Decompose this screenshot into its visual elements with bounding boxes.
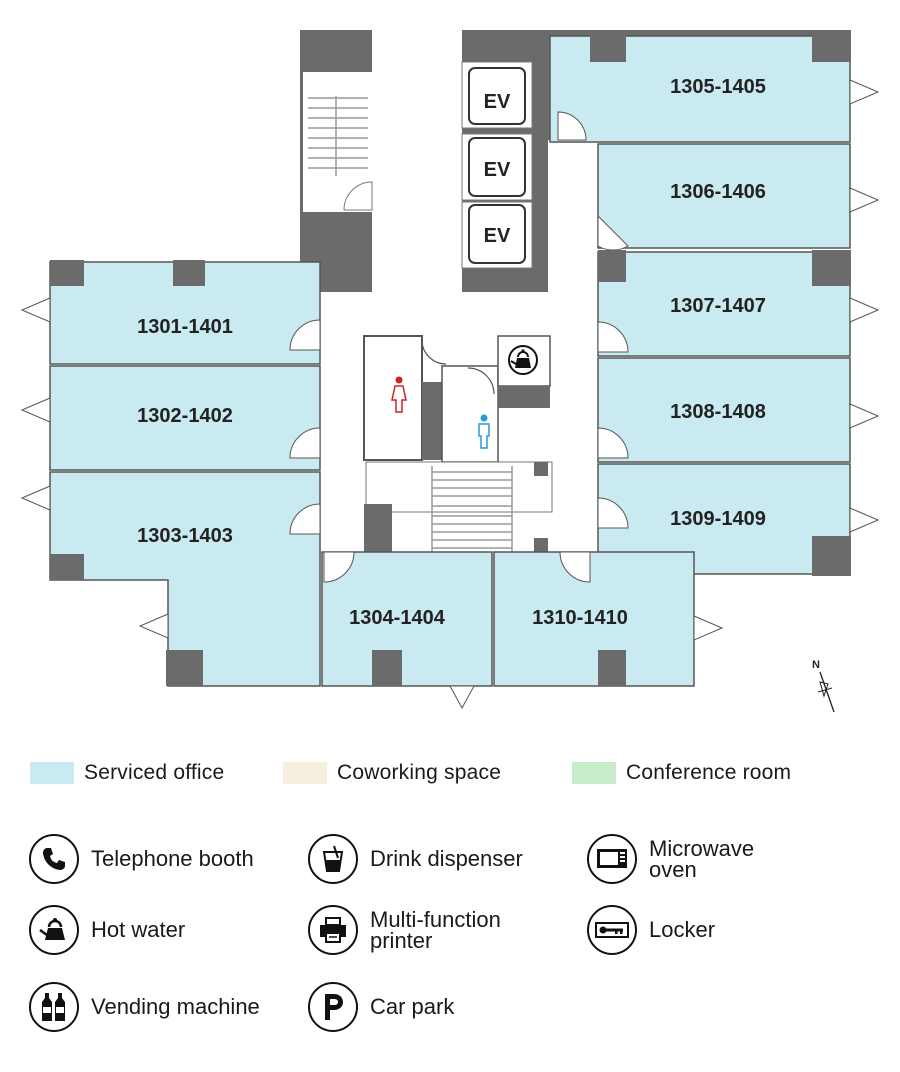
legend-label: Conference room bbox=[626, 761, 792, 784]
bottles-icon bbox=[29, 982, 79, 1032]
room-label: 1304-1404 bbox=[349, 607, 446, 629]
amenity-label: Drink dispenser bbox=[370, 846, 523, 871]
microwave-icon bbox=[587, 834, 637, 884]
room-label: 1310-1410 bbox=[532, 607, 628, 629]
amenity-telephone-booth: Telephone booth bbox=[29, 834, 254, 884]
room-labels: 1305-1405 1306-1406 1307-1407 1308-1408 … bbox=[137, 76, 766, 629]
drink-icon bbox=[308, 834, 358, 884]
amenity-label: Multi-function printer bbox=[370, 907, 501, 953]
legend-label: Coworking space bbox=[337, 761, 502, 784]
amenity-label-line: Multi-function bbox=[370, 907, 501, 932]
room-label: 1309-1409 bbox=[670, 508, 766, 530]
amenity-label: Microwave oven bbox=[649, 836, 755, 882]
room-1304-1404[interactable] bbox=[321, 551, 493, 687]
amenity-label-line: oven bbox=[649, 857, 697, 882]
doors bbox=[289, 111, 629, 583]
amenity-label: Telephone booth bbox=[91, 846, 254, 871]
coworking-space-swatch bbox=[283, 762, 327, 784]
printer-icon bbox=[308, 905, 358, 955]
elevator-label-3: EV bbox=[484, 225, 511, 247]
room-label: 1303-1403 bbox=[137, 525, 233, 547]
kettle-icon bbox=[29, 905, 79, 955]
elevator-label-2: EV bbox=[484, 159, 511, 181]
serviced-office-swatch bbox=[30, 762, 74, 784]
conference-room-swatch bbox=[572, 762, 616, 784]
room-label: 1301-1401 bbox=[137, 316, 233, 338]
color-legend: Serviced office Coworking space Conferen… bbox=[30, 758, 890, 788]
windows bbox=[20, 79, 880, 710]
elevator-shaft: EV EV EV bbox=[461, 61, 533, 269]
room-1306-1406[interactable] bbox=[597, 143, 851, 249]
room-label: 1305-1405 bbox=[670, 76, 766, 98]
kettle-icon bbox=[508, 345, 538, 375]
room-label: 1307-1407 bbox=[670, 295, 766, 317]
parking-icon bbox=[308, 982, 358, 1032]
room-1308-1408[interactable] bbox=[597, 357, 851, 463]
amenity-label: Hot water bbox=[91, 917, 186, 942]
pillars bbox=[50, 30, 851, 686]
legend-coworking-space: Coworking space bbox=[283, 758, 501, 788]
male-restroom-icon bbox=[478, 414, 490, 449]
amenity-label: Vending machine bbox=[91, 994, 260, 1019]
corridor bbox=[320, 20, 596, 554]
amenity-hot-water: Hot water bbox=[29, 905, 185, 955]
legend-label: Serviced office bbox=[84, 761, 225, 784]
compass-icon: N bbox=[812, 659, 835, 713]
female-restroom-icon bbox=[391, 376, 407, 413]
amenity-car-park: Car park bbox=[308, 982, 454, 1032]
floor-plan: EV EV EV bbox=[20, 20, 880, 713]
telephone-icon bbox=[29, 834, 79, 884]
rooms bbox=[49, 35, 851, 687]
elevator-label-1: EV bbox=[484, 91, 511, 113]
amenity-label: Car park bbox=[370, 994, 455, 1019]
room-label: 1306-1406 bbox=[670, 181, 766, 203]
amenity-multi-function-printer: Multi-function printer bbox=[308, 905, 501, 955]
amenity-label: Locker bbox=[649, 917, 716, 942]
amenity-drink-dispenser: Drink dispenser bbox=[308, 834, 523, 884]
room-label: 1302-1402 bbox=[137, 405, 233, 427]
amenity-label-line: Microwave bbox=[649, 836, 755, 861]
amenity-vending-machine: Vending machine bbox=[29, 982, 260, 1032]
room-1307-1407[interactable] bbox=[597, 251, 851, 357]
legend-serviced-office: Serviced office bbox=[30, 758, 224, 788]
compass-north-label: N bbox=[812, 659, 820, 671]
stairs-top bbox=[303, 72, 373, 212]
room-label: 1308-1408 bbox=[670, 401, 766, 423]
amenity-label-line: printer bbox=[370, 928, 433, 953]
room-1310-1410[interactable] bbox=[493, 551, 695, 687]
amenity-microwave: Microwave oven bbox=[587, 834, 754, 884]
legend-conference-room: Conference room bbox=[572, 758, 791, 788]
key-icon bbox=[587, 905, 637, 955]
amenity-locker: Locker bbox=[587, 905, 715, 955]
room-1302-1402[interactable] bbox=[49, 365, 321, 471]
restroom-core bbox=[363, 335, 553, 554]
